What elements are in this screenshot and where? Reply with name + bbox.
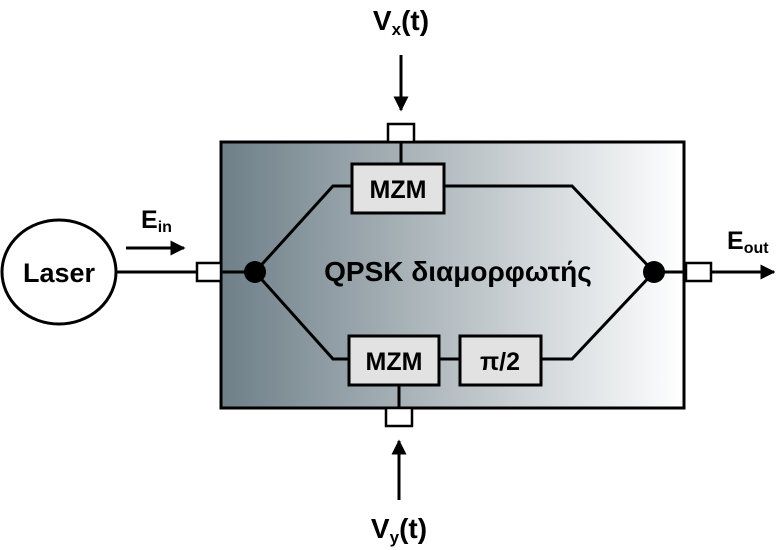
lower-waveguide-out bbox=[541, 270, 656, 361]
phase-shifter bbox=[458, 334, 543, 387]
upper-waveguide bbox=[253, 184, 352, 274]
drive-top-label: Vx(t) bbox=[373, 5, 429, 39]
lower-waveguide bbox=[253, 270, 349, 361]
drive-bottom-label: Vy(t) bbox=[371, 513, 427, 547]
output-field-label: Eout bbox=[727, 227, 769, 257]
modulator-title: QPSK διαμορφωτής bbox=[324, 256, 592, 287]
output-port bbox=[684, 261, 713, 283]
drive-bottom-port bbox=[384, 406, 414, 428]
upper-mzm-label: MZM bbox=[370, 176, 427, 204]
phase-shifter-label: π/2 bbox=[480, 348, 520, 376]
laser-label: Laser bbox=[23, 258, 96, 288]
input-field-label: Ein bbox=[141, 206, 172, 236]
lower-mzm-label: MZM bbox=[366, 348, 423, 376]
lower-mzm bbox=[347, 334, 441, 387]
drive-top-port bbox=[386, 122, 416, 144]
input-port bbox=[195, 261, 223, 283]
upper-mzm bbox=[350, 162, 446, 215]
upper-waveguide-out bbox=[444, 184, 656, 274]
